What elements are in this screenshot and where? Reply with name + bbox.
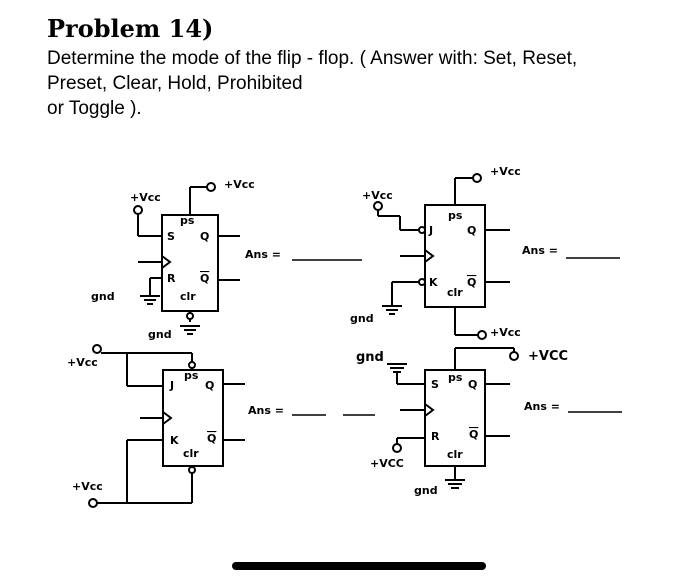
circuit-2-vcc-top-label: +Vcc bbox=[490, 165, 521, 178]
circuit-1-vcc-top-label: +Vcc bbox=[224, 178, 255, 191]
circuit-4-vcc-right-terminal bbox=[509, 351, 519, 361]
home-indicator-bar[interactable] bbox=[232, 562, 486, 570]
circuit-4-vcc-left-label: +VCC bbox=[370, 457, 404, 470]
problem-prompt: Determine the mode of the flip - flop. (… bbox=[47, 46, 667, 121]
circuit-2-vcc-left-label: +Vcc bbox=[362, 189, 393, 202]
circuit-4-s-pin: S bbox=[431, 378, 439, 391]
circuit-4-answer-label: Ans = bbox=[524, 400, 560, 413]
circuit-2-j-bubble bbox=[418, 226, 426, 234]
circuit-4-preset-pin: ps bbox=[448, 371, 463, 384]
circuit-2-vcc-bottom-terminal bbox=[477, 330, 487, 340]
circuit-2-clear-pin: clr bbox=[447, 286, 463, 299]
circuit-2-preset-pin: ps bbox=[448, 209, 463, 222]
circuit-2-k-bubble bbox=[418, 278, 426, 286]
circuit-3-clear-bubble bbox=[188, 466, 196, 474]
circuit-3-clock-mark bbox=[162, 411, 173, 425]
circuit-3-q-pin: Q bbox=[205, 379, 214, 392]
circuit-3-clear-pin: clr bbox=[183, 447, 199, 460]
circuit-1-preset-pin: ps bbox=[180, 214, 195, 227]
circuit-2 bbox=[373, 173, 620, 340]
circuit-2-j-pin: J bbox=[428, 224, 433, 237]
circuit-2-q-pin: Q bbox=[467, 224, 476, 237]
circuit-4-gnd-bottom-label: gnd bbox=[414, 484, 438, 497]
circuit-3-vcc-bottom-label: +Vcc bbox=[72, 480, 103, 493]
circuit-1-s-pin: S bbox=[167, 230, 175, 243]
circuit-2-gnd-label: gnd bbox=[350, 312, 374, 325]
circuit-1-clear-pin: clr bbox=[180, 290, 196, 303]
circuit-2-k-pin: K bbox=[429, 276, 438, 289]
circuit-3-answer-label: Ans = bbox=[248, 404, 284, 417]
problem-title: Problem 14) bbox=[47, 14, 214, 43]
circuit-4-clock-mark bbox=[424, 403, 435, 417]
circuit-1-gnd-left-label: gnd bbox=[91, 290, 115, 303]
circuit-3-qbar-pin: Q bbox=[207, 432, 216, 445]
circuit-1-vcc-left-terminal bbox=[133, 205, 143, 215]
circuit-1-gnd-bottom-label: gnd bbox=[148, 328, 172, 341]
circuit-1-vcc-top-terminal bbox=[206, 182, 216, 192]
circuit-4-clear-pin: clr bbox=[447, 448, 463, 461]
circuit-4-q-pin: Q bbox=[468, 378, 477, 391]
circuit-1-vcc-left-label: +Vcc bbox=[130, 191, 161, 204]
circuit-2-qbar-pin: Q bbox=[467, 276, 476, 289]
circuit-4-r-pin: R bbox=[431, 430, 440, 443]
circuit-3-vcc-top-terminal bbox=[92, 344, 102, 354]
prompt-line-1: Determine the mode of the flip - flop. (… bbox=[47, 48, 578, 69]
circuit-3-j-pin: J bbox=[169, 379, 174, 392]
circuit-1 bbox=[133, 182, 362, 335]
circuit-4 bbox=[387, 347, 622, 489]
circuit-3-vcc-bottom-terminal bbox=[88, 498, 98, 508]
circuit-2-vcc-top-terminal bbox=[472, 173, 482, 183]
circuit-2-answer-label: Ans = bbox=[522, 244, 558, 257]
circuit-4-gnd-top-label: gnd bbox=[356, 350, 384, 365]
circuit-3-vcc-top-label: +Vcc bbox=[67, 356, 98, 369]
circuit-4-vcc-right-label: +VCC bbox=[528, 349, 568, 364]
circuit-2-vcc-bottom-label: +Vcc bbox=[490, 326, 521, 339]
prompt-line-2: Preset, Clear, Hold, Prohibited bbox=[47, 73, 303, 94]
circuit-1-clear-bubble bbox=[186, 312, 194, 320]
circuit-1-r-pin: R bbox=[167, 272, 176, 285]
circuit-4-qbar-pin: Q bbox=[469, 428, 478, 441]
prompt-line-3: or Toggle ). bbox=[47, 98, 142, 119]
circuit-2-clock-mark bbox=[424, 249, 435, 263]
circuit-3-preset-pin: ps bbox=[184, 369, 199, 382]
circuit-1-q-pin: Q bbox=[200, 230, 209, 243]
circuit-3-k-pin: K bbox=[170, 434, 179, 447]
circuit-3-preset-bubble bbox=[188, 361, 196, 369]
circuit-1-answer-label: Ans = bbox=[245, 248, 281, 261]
circuit-2-vcc-left-terminal bbox=[373, 201, 383, 211]
circuit-4-vcc-left-terminal bbox=[392, 443, 402, 453]
circuit-1-clock-mark bbox=[161, 255, 172, 269]
circuit-1-qbar-pin: Q bbox=[200, 272, 209, 285]
circuit-3 bbox=[88, 344, 375, 508]
